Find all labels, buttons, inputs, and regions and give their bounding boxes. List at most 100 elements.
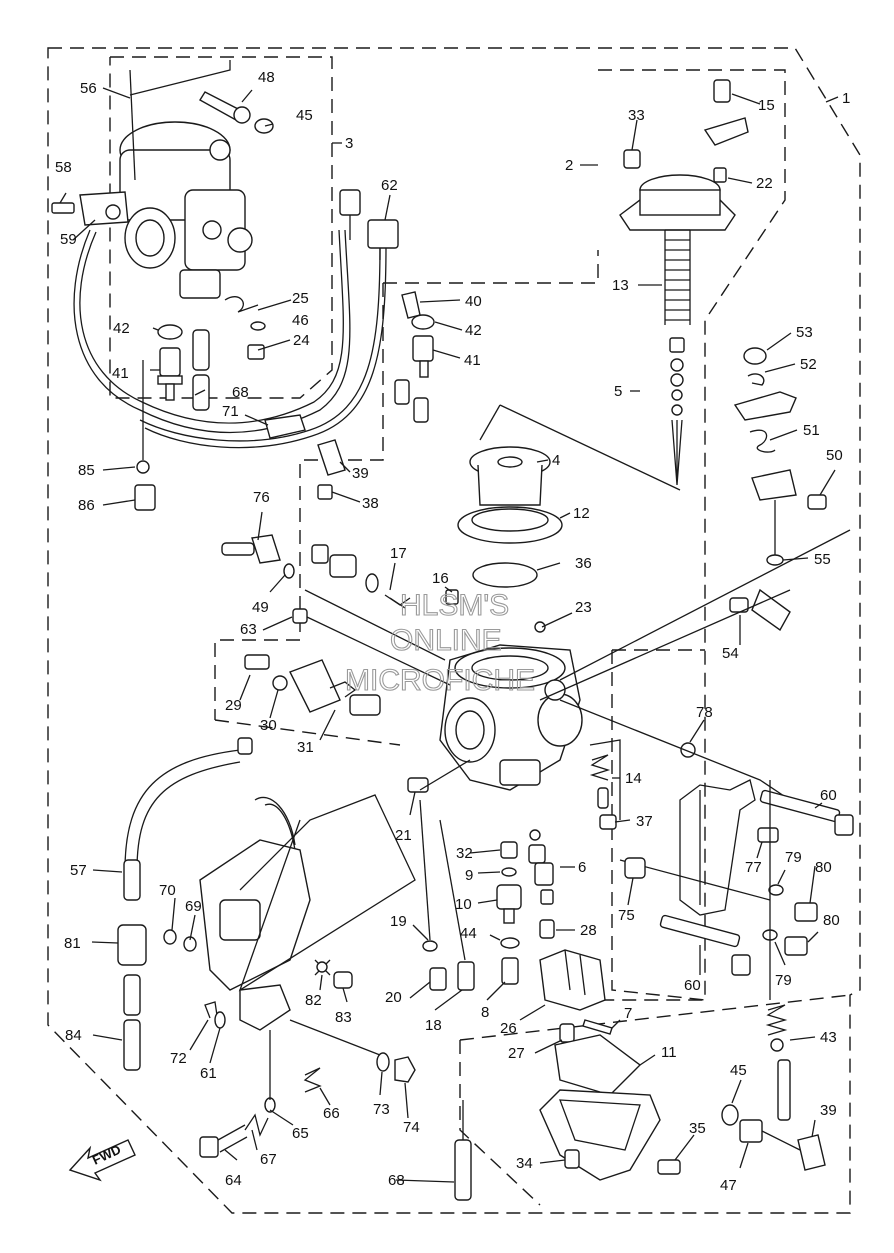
part-65-washer (264, 1097, 276, 1113)
callout-60a: 60 (820, 787, 837, 804)
part-26-float (539, 949, 606, 1011)
callout-57: 57 (70, 862, 87, 879)
part-37-cap (599, 814, 617, 830)
leader-lines (238, 404, 851, 1000)
callout-64: 64 (225, 1172, 242, 1189)
part-68-pipe-upper (192, 329, 210, 371)
part-20-jet (429, 967, 447, 991)
part-15-22-screw-lever (703, 79, 749, 183)
callout-69: 69 (185, 898, 202, 915)
part-74-nut (394, 1056, 416, 1083)
part-67-spring (244, 1113, 269, 1137)
callout-45b: 45 (730, 1062, 747, 1079)
fwd-arrow-icon: FWD (68, 1139, 136, 1182)
watermark-line-1: HLSM'S (400, 589, 509, 622)
part-60-bolt-upper (759, 789, 854, 836)
callout-37: 37 (636, 813, 653, 830)
part-86-cap (134, 484, 156, 511)
callout-41b: 41 (464, 352, 481, 369)
callout-39b: 39 (820, 1102, 837, 1119)
part-70-washer (163, 929, 177, 945)
part-52-clip (747, 373, 765, 386)
callout-49: 49 (252, 599, 269, 616)
part-35-screw (657, 1159, 681, 1175)
part-51-spring (749, 429, 776, 453)
part-12-diaphragm (457, 506, 563, 544)
part-63-pipe (292, 608, 451, 686)
part-9-oring (501, 867, 517, 877)
part-80-collar-upper (794, 902, 818, 922)
part-10-needle-jet (496, 884, 522, 924)
callout-59: 59 (60, 231, 77, 248)
callout-47: 47 (720, 1177, 737, 1194)
callout-34: 34 (516, 1155, 533, 1172)
callout-22: 22 (756, 175, 773, 192)
callout-78: 78 (696, 704, 713, 721)
callout-80a: 80 (815, 859, 832, 876)
part-54-bracket (729, 588, 791, 632)
fuel-hose-57 (124, 737, 296, 871)
callout-83: 83 (335, 1009, 352, 1026)
callout-56: 56 (80, 80, 97, 97)
part-19-clip (422, 940, 438, 952)
part-32-main-jet (500, 841, 518, 859)
part-39-bracket-upper (317, 439, 346, 476)
callout-85: 85 (78, 462, 95, 479)
callout-numbers: 1 2 3 4 5 6 7 8 9 10 11 12 13 14 15 16 1… (55, 69, 850, 1194)
part-85-clip (136, 460, 150, 474)
callout-26: 26 (500, 1020, 517, 1037)
callout-58: 58 (55, 159, 72, 176)
callout-25: 25 (292, 290, 309, 307)
part-61-washer (214, 1011, 226, 1029)
part-11-gasket (554, 1034, 642, 1096)
float-bowl (539, 1089, 661, 1181)
callout-79b: 79 (775, 972, 792, 989)
callout-33: 33 (628, 107, 645, 124)
part-40-42-41-right (394, 291, 435, 423)
part-53-nut (743, 347, 767, 365)
callout-84: 84 (65, 1027, 82, 1044)
callout-3: 3 (345, 135, 353, 152)
callout-7: 7 (624, 1005, 632, 1022)
part-45-oring (254, 118, 274, 134)
part-48-screw (199, 91, 251, 124)
part-42-41-left (157, 324, 183, 401)
part-71-clamp (264, 414, 306, 439)
callout-11: 11 (661, 1044, 677, 1061)
callout-72: 72 (170, 1050, 187, 1067)
part-68-pipe-lower (454, 1139, 472, 1201)
part-75-collar (624, 857, 646, 879)
callout-60b: 60 (684, 977, 701, 994)
callout-12: 12 (573, 505, 590, 522)
part-66-spring (303, 1067, 322, 1093)
part-82-circlip (314, 959, 331, 976)
callout-leaders (59, 87, 839, 1183)
callout-68a: 68 (232, 384, 249, 401)
part-5-needle-set (669, 337, 685, 486)
part-14-float-valve (589, 754, 611, 809)
part-4-piston (469, 446, 551, 506)
part-62-connectors (339, 189, 399, 260)
callout-31: 31 (297, 739, 314, 756)
callout-17: 17 (390, 545, 407, 562)
part-18-jet (457, 961, 475, 991)
callout-36: 36 (575, 555, 592, 572)
callout-82: 82 (305, 992, 322, 1009)
callout-46: 46 (292, 312, 309, 329)
callout-45a: 45 (296, 107, 313, 124)
callout-51: 51 (803, 422, 820, 439)
part-55-washer (766, 554, 784, 566)
callout-20: 20 (385, 989, 402, 1006)
callout-9: 9 (465, 867, 473, 884)
callout-44: 44 (460, 925, 477, 942)
part-2-top-cap (619, 174, 736, 231)
part-38-screw (317, 484, 333, 500)
part-33-screw (623, 149, 641, 169)
callout-66: 66 (323, 1105, 340, 1122)
callout-79a: 79 (785, 849, 802, 866)
part-80-collar-lower (784, 936, 808, 956)
part-77-screw (757, 827, 779, 843)
callout-15: 15 (758, 97, 775, 114)
callout-27: 27 (508, 1045, 525, 1062)
callout-50: 50 (826, 447, 843, 464)
